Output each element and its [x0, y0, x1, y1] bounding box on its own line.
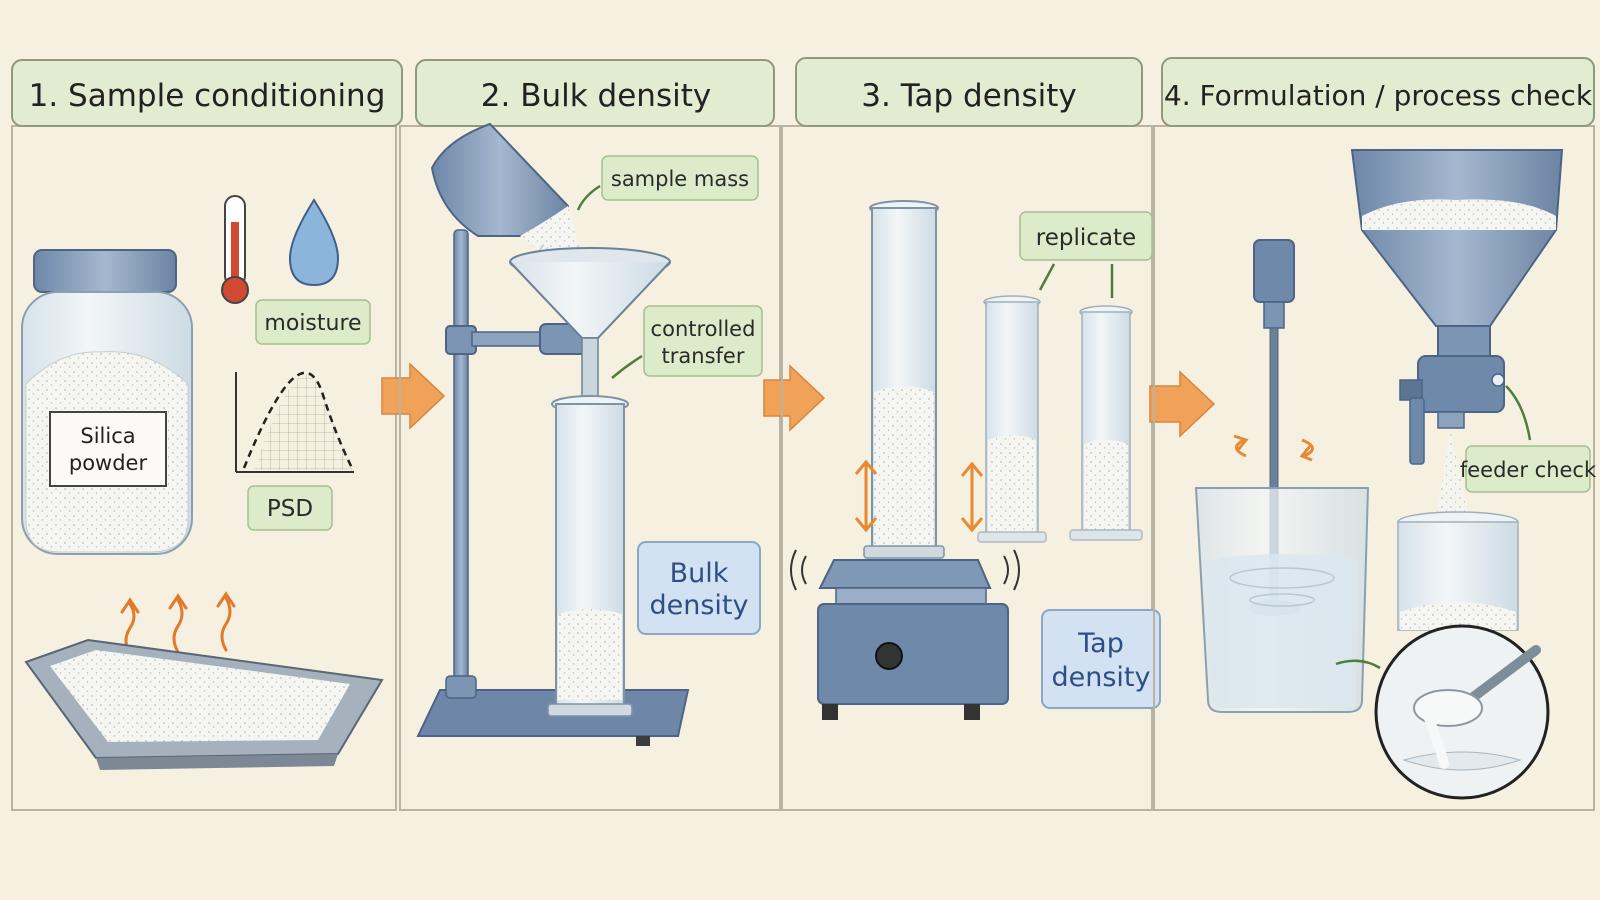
mixing-beaker — [1194, 487, 1370, 713]
receiving-cup — [1397, 511, 1519, 631]
heat-wave-icon — [120, 591, 236, 656]
tap-density-line-1: Tap — [1077, 628, 1124, 659]
moisture-label: moisture — [264, 311, 361, 336]
psd-label: PSD — [267, 496, 313, 522]
controlled-transfer-line-2: transfer — [662, 344, 745, 368]
psd-curve-icon — [235, 371, 354, 473]
graduated-cylinder — [547, 395, 633, 717]
tap-density-tag — [1041, 609, 1161, 709]
step-2-header — [415, 59, 775, 127]
flow-arrow-icon — [1335, 659, 1381, 670]
step-4-header — [1161, 57, 1595, 127]
replicate-cylinder-1 — [977, 295, 1047, 543]
replicate-label: replicate — [1036, 225, 1136, 251]
water-drop-icon — [288, 198, 340, 287]
moisture-tag — [255, 299, 371, 345]
panel-bulk-density: 2. Bulk density — [399, 59, 781, 811]
flow-arrow-icon — [381, 362, 446, 430]
drying-tray — [24, 638, 384, 770]
step-3-header — [795, 57, 1143, 127]
step-1-title: 1. Sample conditioning — [29, 78, 386, 114]
bulk-density-line-1: Bulk — [670, 558, 729, 589]
silica-powder-jar: Silica powder — [21, 249, 193, 555]
funnel — [509, 247, 671, 401]
bulk-density-line-2: density — [650, 590, 749, 621]
bulk-density-tag — [637, 541, 761, 635]
flow-arrow-icon — [576, 184, 601, 211]
step-1-header — [11, 59, 403, 127]
step-2-title: 2. Bulk density — [481, 78, 711, 114]
rotation-icon — [1233, 434, 1314, 462]
flow-arrow-icon — [1038, 263, 1056, 291]
tap-density-cylinder — [863, 200, 945, 559]
slurry-spoon-inset — [1374, 624, 1550, 800]
psd-tag — [247, 485, 333, 531]
step-4-title: 4. Formulation / process check — [1164, 79, 1593, 112]
tap-arrow-icon — [854, 459, 984, 533]
vibration-icon — [790, 549, 1020, 591]
sample-mass-label: sample mass — [611, 167, 749, 191]
flow-arrow-icon — [1505, 385, 1532, 441]
tap-density-line-2: density — [1052, 662, 1151, 693]
replicate-cylinder-2 — [1069, 305, 1143, 541]
feeder-check-label: feeder check — [1460, 458, 1597, 482]
flow-arrow-icon — [1149, 370, 1216, 438]
step-3-title: 3. Tap density — [861, 78, 1076, 114]
feeder-check-tag — [1465, 445, 1591, 493]
panel-formulation-process-check: 4. Formulation / process check feeder ch… — [1153, 57, 1597, 811]
tap-density-tester — [817, 559, 1009, 720]
controlled-transfer-tag — [643, 305, 763, 377]
feeder-hopper — [1350, 149, 1564, 520]
replicate-tag — [1019, 211, 1153, 261]
flow-arrow-icon — [611, 354, 643, 379]
panel-sample-conditioning: 1. Sample conditioning Silica powder moi… — [11, 59, 403, 811]
jar-label-line-1: Silica — [80, 424, 135, 448]
thermometer-icon — [221, 195, 249, 304]
panel-tap-density: 3. Tap density — [781, 57, 1161, 811]
controlled-transfer-line-1: controlled — [651, 317, 756, 341]
flow-arrow-icon — [763, 364, 826, 432]
jar-label-line-2: powder — [69, 451, 148, 475]
sample-mass-tag — [601, 155, 759, 201]
